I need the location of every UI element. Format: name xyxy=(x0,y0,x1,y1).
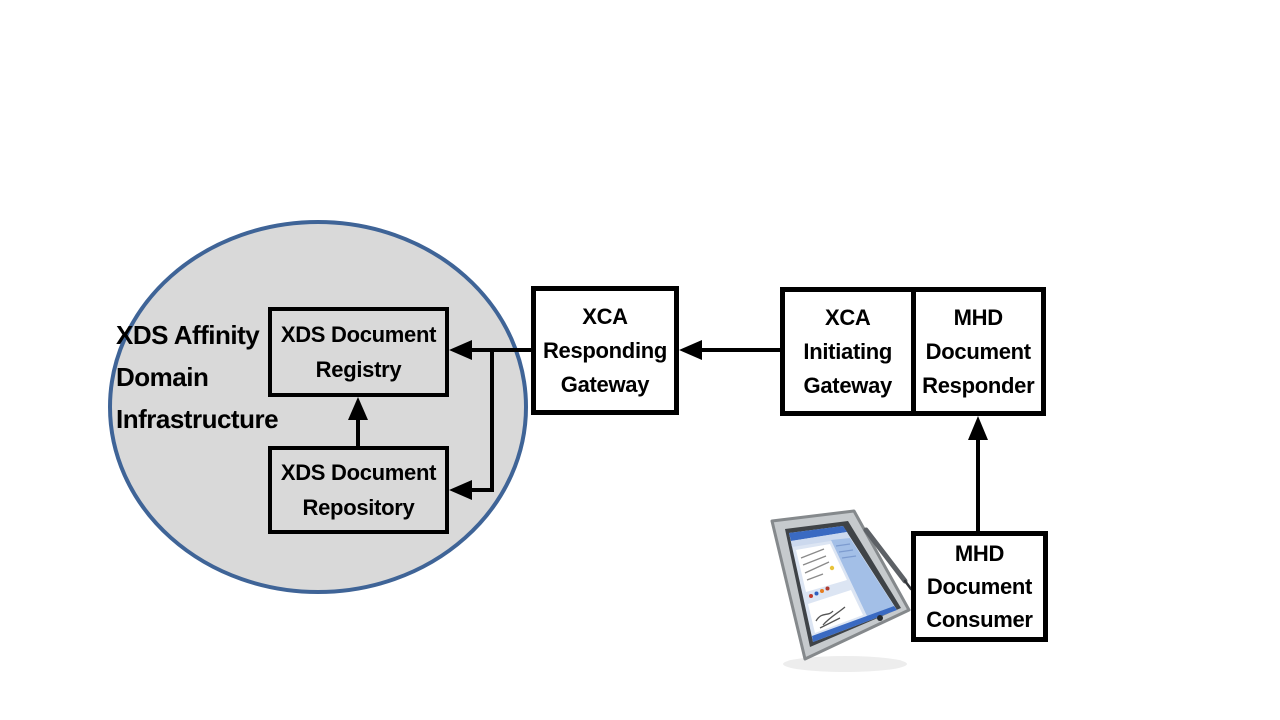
node-xds-document-registry: XDS Document Registry xyxy=(268,307,449,397)
node-mhd-document-consumer: MHD Document Consumer xyxy=(911,531,1048,642)
tablet-handwriting xyxy=(800,548,830,581)
tablet-window-menubar xyxy=(791,532,850,547)
tablet-button xyxy=(877,615,883,621)
tablet-sketch-scribble xyxy=(815,606,846,629)
tablet-shadow xyxy=(783,656,907,672)
node-gateway-responder-pair: XCA Initiating Gateway MHD Document Resp… xyxy=(780,287,1046,416)
tablet-sketch-area xyxy=(808,590,863,633)
stylus-icon xyxy=(863,527,913,591)
node-xds-document-repository: XDS Document Repository xyxy=(268,446,449,534)
tablet-taskbar xyxy=(812,606,897,642)
tablet-window-titlebar xyxy=(789,526,847,541)
tablet-toolbar-icons xyxy=(809,586,830,598)
connector-consumer-to-responder xyxy=(968,416,988,533)
node-mhd-document-responder: MHD Document Responder xyxy=(922,304,1035,398)
affinity-domain-label: XDS Affinity Domain Infrastructure xyxy=(116,320,279,434)
tablet-status-dot xyxy=(829,565,835,571)
node-xca-initiating-gateway: XCA Initiating Gateway xyxy=(803,304,893,398)
node-xca-responding-gateway: XCA Responding Gateway xyxy=(531,286,679,415)
connector-responding-to-repository xyxy=(449,350,494,500)
connector-repository-to-registry xyxy=(348,397,368,448)
tablet-device-image xyxy=(770,509,913,672)
connector-initiating-to-responding xyxy=(679,340,780,360)
tablet-side-panel-lines xyxy=(835,543,857,559)
pair-divider xyxy=(910,292,916,411)
connector-responding-to-registry xyxy=(449,340,531,360)
